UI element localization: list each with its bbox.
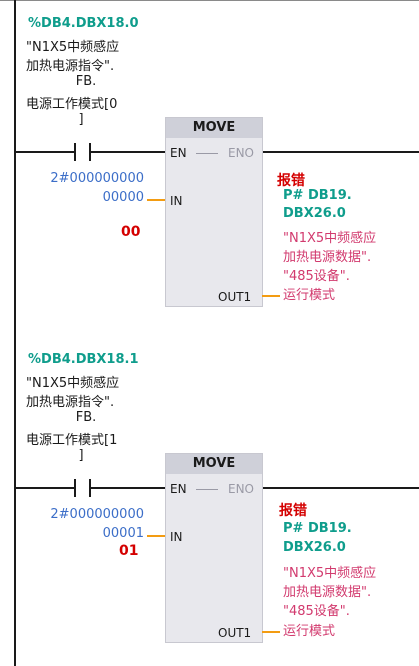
contact-symbol-line: "N1X5中频感应: [26, 376, 120, 391]
in-wire: [147, 535, 165, 537]
out-symbol-line: "485设备".: [283, 604, 350, 619]
en-pin-label: EN: [170, 482, 187, 496]
contact-left-bar[interactable]: [74, 143, 76, 161]
contact-symbol-line: 电源工作模式[0: [26, 97, 118, 112]
in-pin-label: IN: [170, 530, 183, 544]
rung-wire-output: [262, 151, 419, 153]
contact-address[interactable]: %DB4.DBX18.1: [28, 352, 139, 367]
contact-symbol-line: ]: [78, 112, 84, 127]
annotation-value: 01: [119, 543, 139, 559]
contact-symbol-line: 加热电源指令".: [26, 395, 115, 410]
rung-wire-output: [262, 487, 419, 489]
rung-wire: [91, 151, 166, 153]
in-wire: [147, 199, 165, 201]
out-symbol-line: "N1X5中频感应: [283, 231, 377, 246]
contact-right-bar[interactable]: [89, 143, 91, 161]
eno-pin-label: ENO: [228, 146, 255, 160]
out-wire: [262, 631, 280, 633]
rung-wire: [14, 151, 74, 153]
editor-top-border: [0, 0, 419, 1]
error-label: 报错: [277, 173, 305, 189]
move-block-title: MOVE: [166, 118, 262, 138]
out-symbol-line: 运行模式: [283, 288, 336, 303]
out-operand-line[interactable]: P# DB19.: [283, 521, 352, 536]
annotation-value: 00: [121, 224, 141, 240]
rung-wire: [14, 487, 74, 489]
error-label: 报错: [279, 503, 307, 519]
out-wire: [262, 295, 280, 297]
out-operand-line[interactable]: DBX26.0: [283, 540, 346, 555]
left-power-rail: [14, 0, 16, 666]
out-symbol-line: 加热电源数据".: [283, 585, 372, 600]
out-operand-line[interactable]: DBX26.0: [283, 206, 346, 221]
in-pin-label: IN: [170, 194, 183, 208]
contact-symbol-line: FB.: [75, 74, 97, 89]
contact-left-bar[interactable]: [74, 479, 76, 497]
out-symbol-line: "485设备".: [283, 269, 350, 284]
eno-pin-label: ENO: [228, 482, 255, 496]
in-operand-line[interactable]: 2#000000000: [50, 171, 144, 186]
out-symbol-line: 运行模式: [283, 624, 336, 639]
out-symbol-line: 加热电源数据".: [283, 250, 372, 265]
contact-right-bar[interactable]: [89, 479, 91, 497]
out-symbol-line: "N1X5中频感应: [283, 566, 377, 581]
move-block[interactable]: MOVE EN ENO IN OUT1: [165, 453, 263, 643]
contact-symbol-line: ]: [78, 448, 84, 463]
in-operand-line[interactable]: 00000: [102, 190, 144, 205]
rung-wire: [91, 487, 166, 489]
contact-symbol-line: FB.: [75, 410, 97, 425]
contact-address[interactable]: %DB4.DBX18.0: [28, 16, 139, 31]
out1-pin-label: OUT1: [218, 626, 252, 640]
en-pin-label: EN: [170, 146, 187, 160]
contact-symbol-line: "N1X5中频感应: [26, 40, 120, 55]
in-operand-line[interactable]: 2#000000000: [50, 507, 144, 522]
contact-symbol-line: 电源工作模式[1: [26, 433, 118, 448]
out1-pin-label: OUT1: [218, 290, 252, 304]
en-eno-link: [196, 489, 218, 490]
move-block[interactable]: MOVE EN ENO IN OUT1: [165, 117, 263, 307]
contact-symbol-line: 加热电源指令".: [26, 59, 115, 74]
move-block-title: MOVE: [166, 454, 262, 474]
en-eno-link: [196, 153, 218, 154]
in-operand-line[interactable]: 00001: [102, 526, 144, 541]
out-operand-line[interactable]: P# DB19.: [283, 188, 352, 203]
